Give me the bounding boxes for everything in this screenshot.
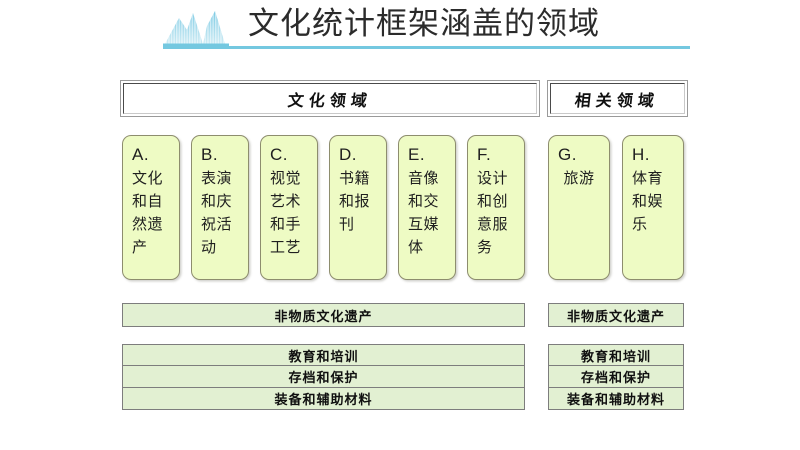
domain-column-b[interactable]: B. 表演和庆祝活动 — [191, 135, 249, 280]
page-title: 文化统计框架涵盖的领域 — [248, 6, 600, 41]
domain-column-c[interactable]: C. 视觉艺术和手工艺 — [260, 135, 318, 280]
domain-letter: C. — [270, 145, 288, 164]
domain-letter: F. — [477, 145, 492, 164]
domain-name: 音像和交互媒体 — [408, 170, 440, 256]
domain-letter: G. — [558, 145, 577, 164]
domain-name: 旅游 — [563, 170, 595, 187]
domain-name: 文化和自然遗产 — [132, 170, 164, 256]
heritage-bar-related[interactable]: 非物质文化遗产 — [548, 303, 684, 327]
heritage-bar-label: 非物质文化遗产 — [274, 309, 373, 325]
header-box-related-domains: 相关领域 — [547, 80, 688, 117]
domain-letter: B. — [201, 145, 219, 164]
domain-letter: H. — [632, 145, 650, 164]
transversal-bar-equipment-related[interactable]: 装备和辅助材料 — [548, 388, 684, 410]
transversal-bar-label: 装备和辅助材料 — [274, 393, 373, 408]
header-label-cultural-domains: 文化领域 — [286, 90, 373, 110]
header-label-related-domains: 相关领域 — [574, 90, 661, 110]
domain-name: 体育和娱乐 — [632, 170, 664, 233]
transversal-bar-education-cultural[interactable]: 教育和培训 — [122, 344, 525, 366]
header-box-inner-frame: 文化领域 — [123, 83, 537, 114]
mountain-chart-icon — [163, 8, 235, 46]
header-box-inner-frame: 相关领域 — [550, 83, 685, 114]
heritage-bar-cultural[interactable]: 非物质文化遗产 — [122, 303, 525, 327]
transversal-bar-label: 存档和保护 — [580, 371, 651, 386]
header-box-cultural-domains: 文化领域 — [120, 80, 540, 117]
domain-name: 表演和庆祝活动 — [201, 170, 233, 256]
domain-name: 视觉艺术和手工艺 — [270, 170, 302, 256]
transversal-bar-label: 教育和培训 — [580, 349, 651, 365]
transversal-bar-archiving-cultural[interactable]: 存档和保护 — [122, 366, 525, 388]
transversal-bar-archiving-related[interactable]: 存档和保护 — [548, 366, 684, 388]
domain-letter: A. — [132, 145, 150, 164]
domain-column-h[interactable]: H. 体育和娱乐 — [622, 135, 684, 280]
title-bar: 文化统计框架涵盖的领域 — [0, 0, 800, 56]
domain-name: 书籍和报刊 — [339, 170, 371, 233]
transversal-bar-equipment-cultural[interactable]: 装备和辅助材料 — [122, 388, 525, 410]
transversal-bar-label: 装备和辅助材料 — [566, 393, 665, 408]
transversal-bar-label: 教育和培训 — [288, 349, 359, 365]
domain-letter: D. — [339, 145, 357, 164]
domain-column-a[interactable]: A. 文化和自然遗产 — [122, 135, 180, 280]
domain-column-f[interactable]: F. 设计和创意服务 — [467, 135, 525, 280]
domain-column-e[interactable]: E. 音像和交互媒体 — [398, 135, 456, 280]
domain-column-d[interactable]: D. 书籍和报刊 — [329, 135, 387, 280]
domain-column-g[interactable]: G. 旅游 — [548, 135, 610, 280]
heritage-bar-label: 非物质文化遗产 — [566, 309, 665, 325]
transversal-bar-education-related[interactable]: 教育和培训 — [548, 344, 684, 366]
domain-letter: E. — [408, 145, 426, 164]
transversal-bar-label: 存档和保护 — [288, 371, 359, 386]
domain-name: 设计和创意服务 — [477, 170, 509, 256]
title-underline — [163, 46, 690, 49]
